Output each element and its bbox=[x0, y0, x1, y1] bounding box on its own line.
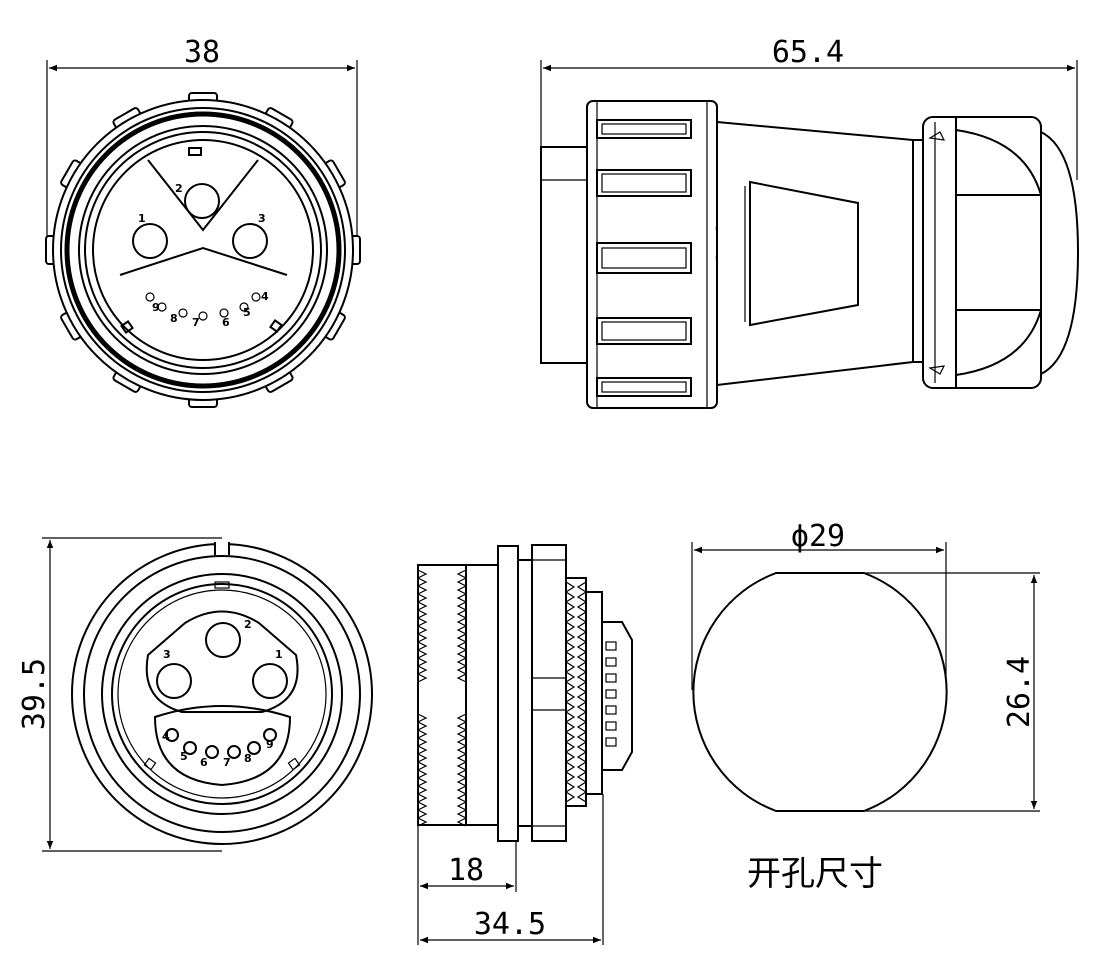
socket-side-view: 18 34.5 bbox=[417, 544, 633, 945]
dim-cutout-flat: 26.4 bbox=[864, 572, 1040, 812]
dim-panel-thickness-label: 18 bbox=[448, 853, 484, 888]
socket-flange-outer bbox=[71, 543, 373, 845]
socket-power-contact-2 bbox=[205, 622, 241, 658]
plug-signal-pin-label: 8 bbox=[170, 312, 178, 325]
plug-power-contact-3 bbox=[232, 223, 268, 259]
plug-pin-label-1: 1 bbox=[138, 212, 146, 225]
socket-signal-contact bbox=[247, 741, 261, 755]
plug-coupling-nut bbox=[586, 100, 718, 409]
socket-signal-pin-label: 4 bbox=[162, 730, 170, 743]
socket-pin-label-3: 3 bbox=[163, 648, 171, 661]
socket-power-contact-3 bbox=[156, 663, 192, 699]
cable-gland-nut bbox=[922, 116, 1042, 389]
dim-panel-thickness: 18 bbox=[417, 825, 517, 945]
socket-signal-pin-label: 5 bbox=[180, 750, 188, 763]
plug-power-contact-2 bbox=[184, 183, 220, 219]
socket-signal-contact bbox=[263, 728, 277, 742]
socket-thread bbox=[417, 569, 467, 827]
plug-side-view: 65.4 SZCNT bbox=[540, 35, 1080, 409]
socket-signal-pin-label: 8 bbox=[244, 752, 252, 765]
plug-signal-contact bbox=[219, 308, 229, 318]
plug-signal-contact bbox=[251, 292, 261, 302]
plug-front-view: 38 1 2 3 98 7 654 bbox=[45, 35, 361, 408]
panel-cutout-shape bbox=[692, 572, 948, 812]
plug-body-grip bbox=[749, 180, 859, 327]
dim-socket-length-label: 34.5 bbox=[474, 907, 546, 942]
cutout-caption: 开孔尺寸 bbox=[747, 854, 883, 894]
socket-flange bbox=[497, 545, 519, 842]
socket-signal-pin-label: 6 bbox=[200, 756, 208, 769]
dim-plug-length-label: 65.4 bbox=[772, 35, 844, 70]
socket-pin-label-2: 2 bbox=[244, 618, 252, 631]
dim-plug-width-label: 38 bbox=[184, 35, 220, 70]
plug-signal-contact bbox=[157, 302, 167, 312]
socket-power-contact-1 bbox=[252, 663, 288, 699]
dim-cutout-diameter: ϕ29 bbox=[691, 519, 947, 690]
plug-front-stub bbox=[540, 146, 588, 364]
plug-signal-contact bbox=[239, 302, 249, 312]
plug-signal-contact bbox=[198, 311, 208, 321]
socket-signal-insert bbox=[153, 705, 292, 787]
socket-signal-contact bbox=[183, 741, 197, 755]
socket-signal-contact bbox=[205, 745, 219, 759]
socket-power-insert bbox=[145, 610, 299, 713]
dim-socket-height: 39.5 bbox=[17, 537, 222, 852]
socket-signal-contact bbox=[227, 745, 241, 759]
plug-body bbox=[716, 120, 914, 387]
socket-threaded-barrel bbox=[417, 564, 467, 826]
plug-pin-label-2: 2 bbox=[175, 182, 183, 195]
insert-face bbox=[92, 139, 314, 361]
plug-signal-contact bbox=[145, 292, 155, 302]
socket-rear-terminal-block bbox=[601, 621, 633, 771]
dim-cutout-diameter-label: ϕ29 bbox=[791, 519, 845, 554]
socket-pin-label-1: 1 bbox=[275, 648, 283, 661]
socket-signal-pin-label: 9 bbox=[266, 738, 274, 751]
coupling-nut-outer bbox=[52, 99, 354, 401]
plug-pin-label-3: 3 bbox=[258, 212, 266, 225]
plug-signal-contact bbox=[178, 308, 188, 318]
dim-plug-length: 65.4 bbox=[540, 35, 1078, 180]
plug-signal-pin-label: 9 bbox=[152, 301, 160, 314]
dim-cutout-flat-label: 26.4 bbox=[1002, 656, 1037, 728]
plug-power-contact-1 bbox=[132, 223, 168, 259]
panel-cutout-view: ϕ29 26.4 开孔尺寸 bbox=[691, 519, 1040, 894]
socket-panel-nut bbox=[531, 544, 567, 842]
socket-signal-pin-label: 7 bbox=[223, 756, 231, 769]
plug-signal-pin-label: 5 bbox=[243, 306, 251, 319]
cable-gland-dome bbox=[1040, 130, 1080, 376]
dim-plug-width: 38 bbox=[46, 35, 358, 262]
plug-signal-pin-label: 6 bbox=[222, 316, 230, 329]
dim-socket-height-label: 39.5 bbox=[17, 658, 52, 730]
socket-insert-face bbox=[111, 583, 333, 805]
plug-signal-pin-label: 4 bbox=[261, 290, 269, 303]
plug-signal-pin-label: 7 bbox=[192, 316, 200, 329]
socket-signal-contact bbox=[165, 728, 179, 742]
plug-signal-contacts: 98 7 654 bbox=[145, 290, 269, 329]
dim-socket-length: 34.5 bbox=[420, 794, 604, 945]
